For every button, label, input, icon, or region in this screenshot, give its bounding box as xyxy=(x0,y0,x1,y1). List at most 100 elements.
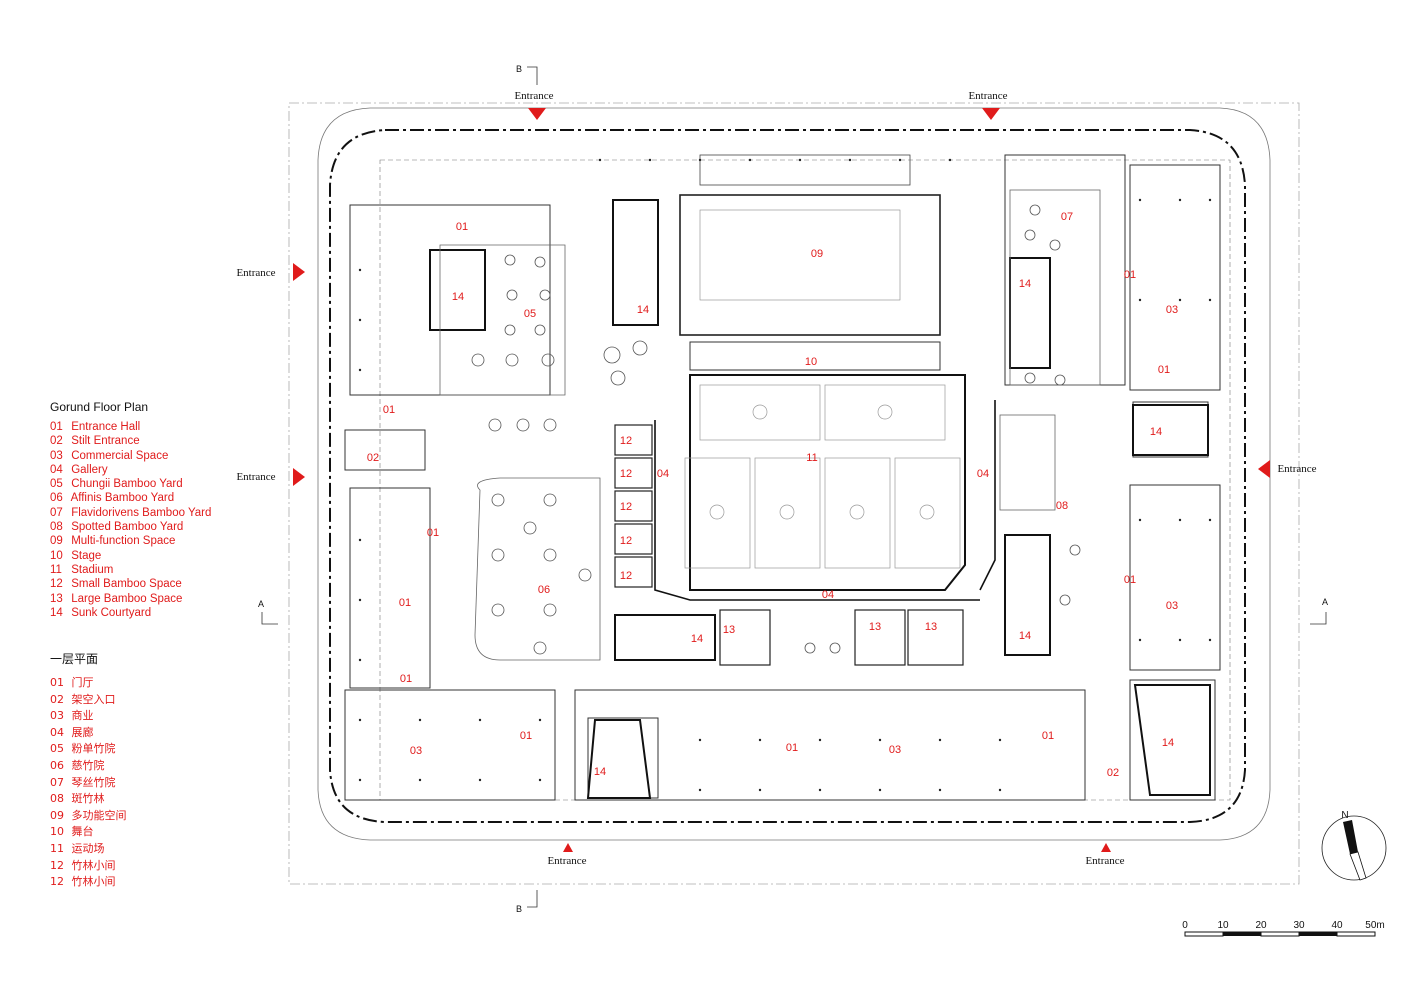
entrance-arrows xyxy=(293,108,1270,852)
legend-english: Gorund Floor Plan 01 Entrance Hall 02 St… xyxy=(50,400,280,620)
room-label: 10 xyxy=(805,356,817,368)
room-label: 14 xyxy=(1150,426,1162,438)
room-label: 02 xyxy=(367,452,379,464)
legend-item: 03 Commercial Space xyxy=(50,449,169,462)
small-bamboo-spaces xyxy=(614,424,653,588)
room-label: 08 xyxy=(1056,500,1068,512)
room-label: 01 xyxy=(1124,269,1136,281)
entrance-arrow-north-east xyxy=(982,108,1000,120)
room-label: 01 xyxy=(383,404,395,416)
room-label: 01 xyxy=(427,527,439,539)
south-wing xyxy=(574,689,1086,801)
legend-cn-item: 10 舞台 xyxy=(50,825,94,839)
site-boundary xyxy=(288,102,1300,885)
room-label: 14 xyxy=(594,766,606,778)
entrance-arrow-east xyxy=(1258,460,1270,478)
entrance-labels: Entrance Entrance Entrance Entrance Entr… xyxy=(236,90,1316,867)
legend-item: 01 Entrance Hall xyxy=(50,421,141,433)
room-label: 01 xyxy=(1124,574,1136,586)
entrance-arrow-south-east xyxy=(1101,843,1111,852)
scale-tick: 40 xyxy=(1331,920,1343,931)
entrance-arrow-south-west xyxy=(563,843,573,852)
stadium xyxy=(684,374,966,591)
room-label: 01 xyxy=(786,742,798,754)
entrance-label: Entrance xyxy=(968,90,1007,102)
room-label: 01 xyxy=(456,221,468,233)
room-label: 04 xyxy=(977,468,989,480)
room-label: 14 xyxy=(1019,278,1031,290)
legend-item: 11 Stadium xyxy=(50,563,114,576)
entrance-label: Entrance xyxy=(514,90,553,102)
scale-tick: 30 xyxy=(1293,920,1305,931)
room-label: 04 xyxy=(822,589,834,601)
room-label: 14 xyxy=(452,291,464,303)
room-label: 07 xyxy=(1061,211,1073,223)
legend-cn-item: 01 门厅 xyxy=(50,676,94,689)
room-label: 03 xyxy=(889,744,901,756)
building-outline xyxy=(379,159,1231,801)
legend-cn-item: 07 琴丝竹院 xyxy=(50,775,116,789)
entrance-label: Entrance xyxy=(547,855,586,867)
entrance-label: Entrance xyxy=(1085,855,1124,867)
legend-cn-item: 03 商业 xyxy=(50,709,94,723)
legend-cn-list: 01 门厅 02 架空入口 03 商业 04 展廊 05 粉单竹院 06 慈竹院… xyxy=(50,675,250,891)
legend-item: 04 Gallery xyxy=(50,463,108,476)
room-label: 01 xyxy=(399,597,411,609)
legend-item: 14 Sunk Courtyard xyxy=(50,606,152,619)
column-grid xyxy=(358,158,1212,792)
north-arrow: N xyxy=(1321,810,1387,881)
legend-cn-item: 09 多功能空间 xyxy=(50,808,127,822)
legend-item: 12 Small Bamboo Space xyxy=(50,578,182,591)
legend-cn-item: 12 竹林小间 xyxy=(50,858,116,872)
room-label: 11 xyxy=(806,452,817,464)
room-label: 04 xyxy=(657,468,669,480)
legend-item: 09 Multi-function Space xyxy=(50,535,176,548)
room-label: 12 xyxy=(620,435,632,447)
room-label: 14 xyxy=(637,304,649,316)
section-marks xyxy=(261,66,1327,908)
scale-tick: 20 xyxy=(1255,920,1267,931)
galleries xyxy=(654,400,996,601)
legend-cn-item: 04 展廊 xyxy=(50,725,94,739)
legend-chinese: 一层平面 01 门厅 02 架空入口 03 商业 04 展廊 05 粉单竹院 0… xyxy=(50,650,250,891)
legend-item: 10 Stage xyxy=(50,549,102,562)
legend-cn-item: 06 慈竹院 xyxy=(50,758,105,772)
multifunction-hall xyxy=(679,154,941,336)
legend-item: 06 Affinis Bamboo Yard xyxy=(50,492,175,505)
room-label: 09 xyxy=(811,248,823,260)
room-label: 06 xyxy=(538,584,550,596)
room-label: 13 xyxy=(925,621,937,633)
room-label: 13 xyxy=(869,621,881,633)
room-label: 12 xyxy=(620,501,632,513)
scale-tick: 50m xyxy=(1365,920,1384,931)
entrance-arrow-west-upper xyxy=(293,263,305,281)
legend-cn-item: 08 斑竹林 xyxy=(50,792,105,806)
courtyards xyxy=(439,189,1101,661)
legend-cn-title: 一层平面 xyxy=(50,652,99,666)
legend-item: 05 Chungii Bamboo Yard xyxy=(50,478,183,491)
sunk-courtyards xyxy=(429,199,1211,799)
legend-title: Gorund Floor Plan xyxy=(50,400,149,414)
room-label: 03 xyxy=(1166,600,1178,612)
section-mark-b-bottom: B xyxy=(516,904,522,914)
room-label: 02 xyxy=(1107,767,1119,779)
room-label: 12 xyxy=(620,570,632,582)
scale-bar: 0 10 20 30 40 50m xyxy=(1182,920,1385,937)
entrance-label: Entrance xyxy=(236,471,275,483)
legend-item: 07 Flavidorivens Bamboo Yard xyxy=(50,506,212,519)
section-mark-a-right: A xyxy=(1322,597,1328,607)
entrance-label: Entrance xyxy=(1277,463,1316,475)
room-label: 01 xyxy=(520,730,532,742)
room-label: 14 xyxy=(691,633,703,645)
legend-cn-item: 11 运动场 xyxy=(50,841,105,855)
room-label: 14 xyxy=(1019,630,1031,642)
north-label: N xyxy=(1341,810,1348,821)
entrance-label: Entrance xyxy=(236,267,275,279)
room-label: 01 xyxy=(400,673,412,685)
room-label: 05 xyxy=(524,308,536,320)
scale-tick: 10 xyxy=(1217,920,1229,931)
room-labels: 01 14 05 14 09 07 01 14 03 10 01 01 02 1… xyxy=(367,211,1178,779)
scale-tick: 0 xyxy=(1182,920,1188,931)
room-label: 01 xyxy=(1158,364,1170,376)
